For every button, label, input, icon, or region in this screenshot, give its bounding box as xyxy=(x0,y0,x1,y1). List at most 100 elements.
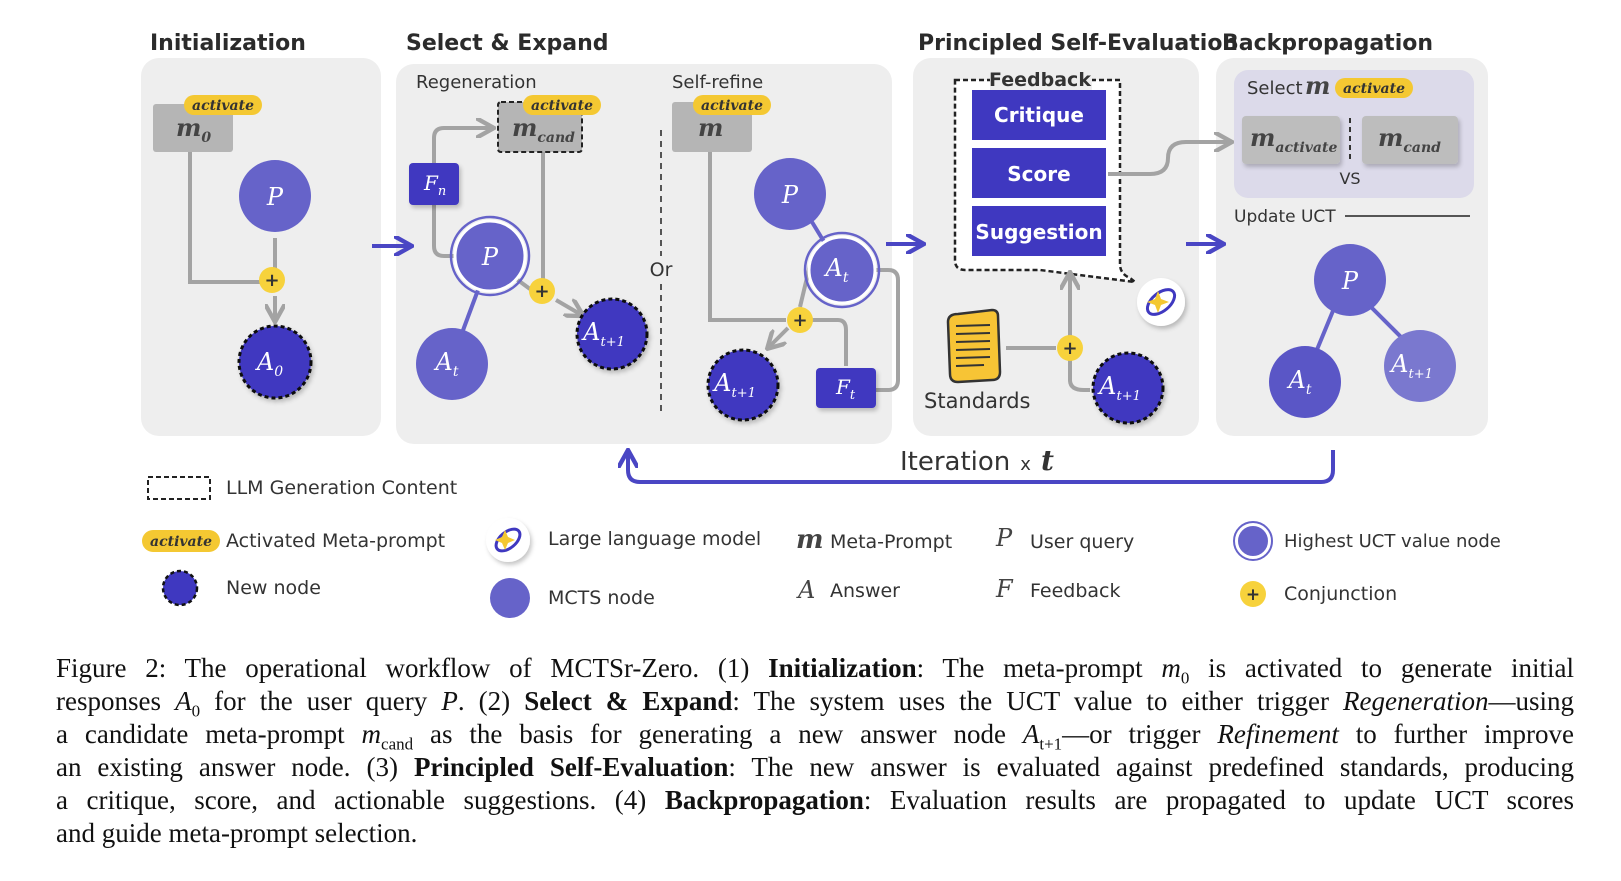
conjunction-eval-plus: + xyxy=(1062,338,1077,359)
mactivate-subscript: activate xyxy=(1275,140,1337,156)
iteration-loop-arrow xyxy=(628,450,1335,484)
activate-badge-refine-label: activate xyxy=(701,98,763,114)
label-standards: Standards xyxy=(924,389,1030,413)
node-P-backprop xyxy=(1314,244,1386,316)
conjunction-regen-plus: + xyxy=(534,281,549,302)
figure-caption: Figure 2: The operational workflow of MC… xyxy=(56,652,1574,850)
legend-llm: Large language model xyxy=(548,528,761,550)
caption-line-6: and guide meta-prompt selection. xyxy=(56,818,418,848)
caption-line-4: an existing answer node. (3) Principled … xyxy=(56,752,1574,782)
node-At1-backprop xyxy=(1384,330,1456,402)
feedback-suggestion-box xyxy=(972,206,1106,256)
svg-text:Fn: Fn xyxy=(423,171,446,199)
At1-backprop-symbol: A xyxy=(1389,350,1408,378)
section-title-backpropagation: Backpropagation xyxy=(1222,31,1433,56)
svg-text:mactivate: mactivate xyxy=(1250,123,1337,156)
m0-subscript: 0 xyxy=(201,130,211,146)
select-expand-group: Regeneration Self-refine mcand activate … xyxy=(409,72,900,422)
m0-symbol: m xyxy=(176,113,201,142)
legend-mcts-swatch xyxy=(490,578,530,618)
legend-llm-content-swatch xyxy=(147,476,211,500)
legend-A-symbol: A xyxy=(796,576,815,604)
At1-eval-subscript: t+1 xyxy=(1116,389,1140,404)
Ft-symbol: F xyxy=(835,375,851,399)
activate-badge-refine xyxy=(693,95,771,115)
label-regeneration: Regeneration xyxy=(416,72,537,93)
conjunction-refine xyxy=(787,307,813,333)
A0-symbol: A xyxy=(255,348,274,376)
legend-conjunction-swatch xyxy=(1240,581,1266,607)
feedback-critique-box xyxy=(972,90,1106,140)
svg-text:At+1: At+1 xyxy=(1097,372,1141,404)
svg-text:At: At xyxy=(434,348,459,380)
activate-badge-regen xyxy=(523,95,601,115)
caption-line-2: responses A0 for the user query P. (2) S… xyxy=(56,686,1575,721)
section-title-initialization: Initialization xyxy=(150,31,306,56)
legend: LLM Generation Content activate Activate… xyxy=(142,476,1501,618)
legend-answer: Answer xyxy=(830,580,900,602)
Fn-subscript: n xyxy=(438,184,446,199)
label-update-uct: Update UCT xyxy=(1234,207,1336,227)
panel-initialization xyxy=(141,58,381,436)
m-refine-symbol: m xyxy=(698,113,723,142)
feedback-score-box xyxy=(972,148,1106,198)
At1-backprop-subscript: t+1 xyxy=(1408,367,1432,382)
svg-text:At+1: At+1 xyxy=(1389,350,1433,382)
conjunction-refine-plus: + xyxy=(792,310,807,331)
At-backprop-symbol: A xyxy=(1287,366,1306,394)
legend-feedback: Feedback xyxy=(1030,580,1120,602)
Fn-symbol: F xyxy=(423,171,439,195)
legend-activate-badge-label: activate xyxy=(150,534,212,550)
node-P-backprop-label: P xyxy=(1341,267,1359,295)
legend-new-node-swatch xyxy=(161,569,199,607)
section-title-select-expand: Select & Expand xyxy=(406,31,609,56)
iteration-word: Iteration xyxy=(900,447,1010,477)
legend-conjunction: Conjunction xyxy=(1284,583,1397,605)
init-group: m0 activate P + A0 xyxy=(153,95,313,400)
svg-text:At+1: At+1 xyxy=(581,318,625,350)
mcand-select-subscript: cand xyxy=(1403,140,1441,156)
At-regen-symbol: A xyxy=(434,348,453,376)
svg-text:m0: m0 xyxy=(176,113,211,146)
legend-new-node: New node xyxy=(226,577,321,599)
node-At1-regen xyxy=(575,297,649,371)
node-P-regen xyxy=(453,219,527,293)
label-critique: Critique xyxy=(994,103,1084,127)
At-refine-symbol: A xyxy=(824,254,843,282)
caption-line-3: a candidate meta-prompt mcand as the bas… xyxy=(56,719,1574,754)
node-P-refine xyxy=(754,158,826,230)
label-feedback: Feedback xyxy=(989,69,1091,91)
svg-text:mcand: mcand xyxy=(1378,123,1441,156)
iteration-x: x xyxy=(1020,454,1031,475)
conjunction-eval xyxy=(1057,335,1083,361)
label-select: Select xyxy=(1247,78,1303,99)
legend-llm-content: LLM Generation Content xyxy=(226,477,457,499)
At-regen-subscript: t xyxy=(453,364,459,380)
conjunction-regen xyxy=(529,278,555,304)
label-score: Score xyxy=(1007,162,1070,186)
caption-line-1: Figure 2: The operational workflow of MC… xyxy=(56,653,1574,688)
select-box xyxy=(1234,70,1474,198)
mcand-subscript: cand xyxy=(537,130,575,146)
legend-highest: Highest UCT value node xyxy=(1284,531,1501,552)
At1-regen-symbol: A xyxy=(581,318,600,346)
mcand-symbol: m xyxy=(512,113,537,142)
At1-refine-subscript: t+1 xyxy=(731,386,755,401)
node-A0 xyxy=(237,324,313,400)
legend-m-symbol: m xyxy=(796,525,824,555)
select-m-symbol: m xyxy=(1305,71,1330,100)
label-suggestion: Suggestion xyxy=(975,220,1102,244)
mcand-select-symbol: m xyxy=(1378,123,1403,152)
score-to-select-arrow xyxy=(1108,142,1228,176)
At-refine-subscript: t xyxy=(843,270,849,286)
legend-meta-prompt: Meta-Prompt xyxy=(830,531,952,553)
legend-F-symbol: F xyxy=(995,575,1014,603)
label-self-refine: Self-refine xyxy=(672,72,763,93)
legend-activate-swatch xyxy=(142,530,220,552)
activate-badge-init xyxy=(184,95,262,115)
node-P-regen-label: P xyxy=(481,243,499,271)
legend-activated: Activated Meta-prompt xyxy=(226,530,445,552)
backprop-group: Select m activate mactivate mcand VS Upd… xyxy=(1234,70,1474,418)
conjunction-init-plus: + xyxy=(264,270,279,291)
